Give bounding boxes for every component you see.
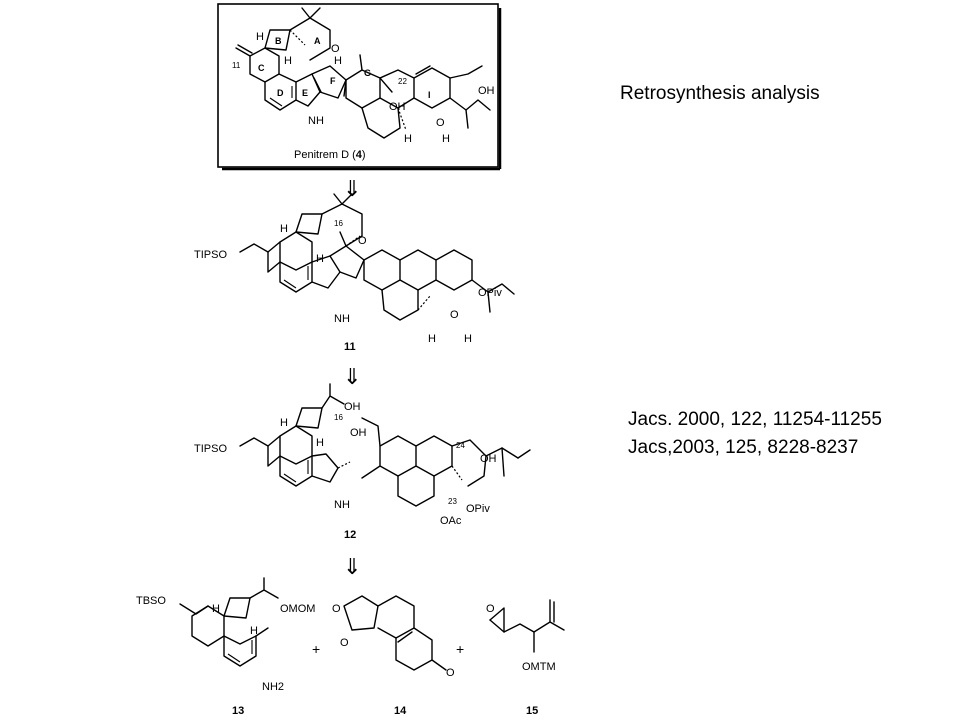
c11-group-opiv: OPiv bbox=[478, 287, 502, 299]
c11-group-nh: NH bbox=[334, 313, 350, 325]
plus-sign-2: + bbox=[456, 641, 464, 657]
target-atom-oh-right: OH bbox=[478, 85, 495, 97]
fragment-13: TBSO OMOM NH2 H H 13 bbox=[136, 577, 315, 717]
c11-group-h4: H bbox=[464, 333, 472, 345]
target-ring-d: D bbox=[277, 88, 284, 98]
c11-group-o1: O bbox=[358, 235, 367, 247]
target-atom-h3: H bbox=[404, 133, 412, 145]
reference-2: Jacs,2003, 125, 8228-8237 bbox=[628, 437, 859, 458]
c12-group-h1: H bbox=[280, 417, 288, 429]
f13-group-h2: H bbox=[250, 625, 258, 637]
c12-group-tipso: TIPSO bbox=[194, 443, 227, 455]
target-skeleton bbox=[235, 7, 491, 139]
retro-arrow-3: ⇓ bbox=[343, 554, 361, 579]
target-atom-o-pyran: O bbox=[436, 117, 445, 129]
f15-number: 15 bbox=[526, 705, 538, 717]
f13-number: 13 bbox=[232, 705, 244, 717]
f13-group-tbso: TBSO bbox=[136, 595, 166, 607]
target-atom-h1: H bbox=[256, 31, 264, 43]
target-atom-h4: H bbox=[442, 133, 450, 145]
c12-number: 12 bbox=[344, 529, 356, 541]
c11-group-h3: H bbox=[428, 333, 436, 345]
target-locant-11: 11 bbox=[232, 61, 241, 70]
c12-group-oh-left: OH bbox=[350, 427, 367, 439]
fragment-15: O OMTM 15 bbox=[486, 599, 565, 717]
f13-group-h1: H bbox=[212, 603, 220, 615]
f14-group-o-ketone: O bbox=[446, 667, 455, 679]
target-ring-b: B bbox=[275, 36, 282, 46]
compound-12-skeleton bbox=[239, 383, 531, 507]
c12-group-h2: H bbox=[316, 437, 324, 449]
page-title: Retrosynthesis analysis bbox=[620, 83, 820, 104]
target-ring-f: F bbox=[330, 76, 336, 86]
fragment-15-skeleton bbox=[489, 599, 565, 653]
target-atom-h2: H bbox=[284, 55, 292, 67]
target-atom-h5: H bbox=[334, 55, 342, 67]
c11-number: 11 bbox=[344, 341, 356, 353]
f14-group-o-carbonyl: O bbox=[340, 637, 349, 649]
target-ring-c: C bbox=[258, 63, 265, 73]
target-caption: Penitrem D (4) bbox=[294, 149, 366, 161]
fragment-13-skeleton bbox=[179, 577, 279, 667]
c12-group-opiv: OPiv bbox=[466, 503, 490, 515]
c12-group-oh-top: OH bbox=[344, 401, 361, 413]
target-ring-a: A bbox=[314, 36, 321, 46]
f15-group-omtm: OMTM bbox=[522, 661, 556, 673]
c12-locant-23: 23 bbox=[448, 497, 457, 506]
compound-11-skeleton bbox=[239, 193, 515, 321]
f14-number: 14 bbox=[394, 705, 407, 717]
c11-group-h2: H bbox=[316, 253, 324, 265]
f15-group-o-epoxide: O bbox=[486, 603, 495, 615]
target-penitrem-d: A B C D E F G I H H O OH OH O H H NH H 1… bbox=[217, 3, 502, 171]
plus-sign-1: + bbox=[312, 641, 320, 657]
target-atom-o-ring: O bbox=[331, 43, 340, 55]
retro-arrow-1: ⇓ bbox=[343, 176, 361, 201]
f14-group-o-ring: O bbox=[332, 603, 341, 615]
target-atom-nh: NH bbox=[308, 115, 324, 127]
c11-group-h1: H bbox=[280, 223, 288, 235]
fragment-14-skeleton bbox=[343, 595, 447, 671]
c11-group-o2: O bbox=[450, 309, 459, 321]
target-frame bbox=[217, 3, 499, 168]
target-ring-e: E bbox=[302, 88, 308, 98]
c11-locant-16: 16 bbox=[334, 219, 343, 228]
compound-11: TIPSO OPiv O O H H NH H H 16 11 bbox=[194, 193, 515, 353]
c12-locant-24: 24 bbox=[456, 441, 465, 450]
target-locant-22: 22 bbox=[398, 77, 407, 86]
target-ring-g: G bbox=[364, 68, 371, 78]
reference-1: Jacs. 2000, 122, 11254-11255 bbox=[628, 409, 882, 430]
target-ring-i: I bbox=[428, 90, 431, 100]
c12-locant-16: 16 bbox=[334, 413, 343, 422]
f13-group-nh2: NH2 bbox=[262, 681, 284, 693]
c11-group-tipso: TIPSO bbox=[194, 249, 227, 261]
target-atom-oh-center: OH bbox=[389, 101, 406, 113]
retro-arrow-2: ⇓ bbox=[343, 364, 361, 389]
c12-group-oh-right: OH bbox=[480, 453, 497, 465]
c12-group-nh: NH bbox=[334, 499, 350, 511]
fragment-14: O O O 14 bbox=[332, 595, 455, 717]
compound-12: TIPSO OH OH OH OPiv OAc NH H H 16 24 23 … bbox=[194, 383, 531, 541]
c12-group-oac: OAc bbox=[440, 515, 462, 527]
f13-group-omom: OMOM bbox=[280, 603, 315, 615]
